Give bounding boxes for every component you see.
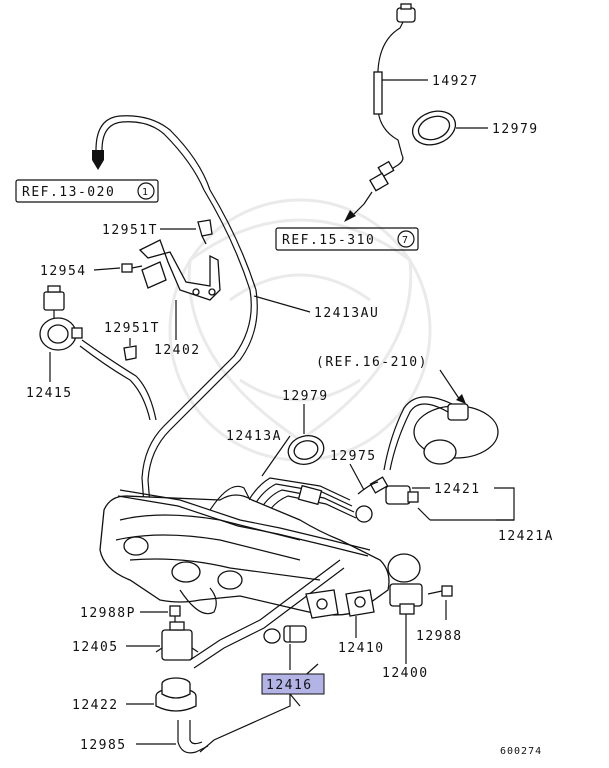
label-12410: 12410 [338,641,385,656]
label-12422: 12422 [72,698,119,713]
label-12979-mid: 12979 [282,389,329,404]
part-12985-hose[interactable] [177,720,209,754]
label-12415: 12415 [26,386,73,401]
label-12951T-lower: 12951T [104,321,160,336]
part-12416-fitting[interactable] [263,625,307,644]
part-12951T-clip-top[interactable] [197,219,213,245]
part-12421-sensor[interactable] [385,485,431,521]
part-12979-clamp-top[interactable] [408,105,460,150]
label-12402: 12402 [154,343,201,358]
label-12421: 12421 [434,482,481,497]
part-intake-manifold[interactable] [99,485,390,616]
label-12988: 12988 [416,629,463,644]
part-12975-connector[interactable] [357,476,389,495]
label-12400: 12400 [382,666,429,681]
label-12985: 12985 [80,738,127,753]
label-12405: 12405 [72,640,119,655]
label-12951T-top: 12951T [102,223,158,238]
label-12975: 12975 [330,449,377,464]
label-12413AU: 12413AU [314,306,379,321]
part-12975-clip[interactable] [355,505,373,523]
arrow-down-icon [92,160,104,170]
part-12400-valve[interactable] [387,553,423,615]
part-12422-cap[interactable] [155,677,197,712]
part-14927-sensor[interactable] [363,3,416,205]
label-12954: 12954 [40,264,87,279]
highlight-12416[interactable] [261,673,325,695]
part-12405-solenoid[interactable] [155,621,199,661]
part-distributor[interactable] [383,396,499,471]
part-12415-solenoid[interactable] [39,285,157,421]
label-12988P: 12988P [80,606,136,621]
label-12416: 12416 [266,678,313,693]
ref-13-020-num: 1 [142,187,149,198]
ref-15-310-num: 7 [402,235,409,246]
part-12979-clamp-mid[interactable] [285,432,327,468]
ref-13-020[interactable]: REF.13-020 [22,185,115,200]
arrow-down-left-icon [344,210,356,222]
label-12979-top: 12979 [492,122,539,137]
label-12421A: 12421A [498,529,554,544]
ref-16-210[interactable]: (REF.16-210) [316,355,428,370]
ref-15-310[interactable]: REF.15-310 [282,233,375,248]
part-12410-gasket[interactable] [305,589,375,619]
label-12413A: 12413A [226,429,282,444]
part-12402-bracket[interactable] [138,239,221,301]
part-12951T-clip-lower[interactable] [123,345,137,361]
diagram-id: 600274 [500,746,542,757]
part-12988-bolt[interactable] [427,585,453,597]
label-14927: 14927 [432,74,479,89]
part-12954-bolt[interactable] [121,263,143,273]
